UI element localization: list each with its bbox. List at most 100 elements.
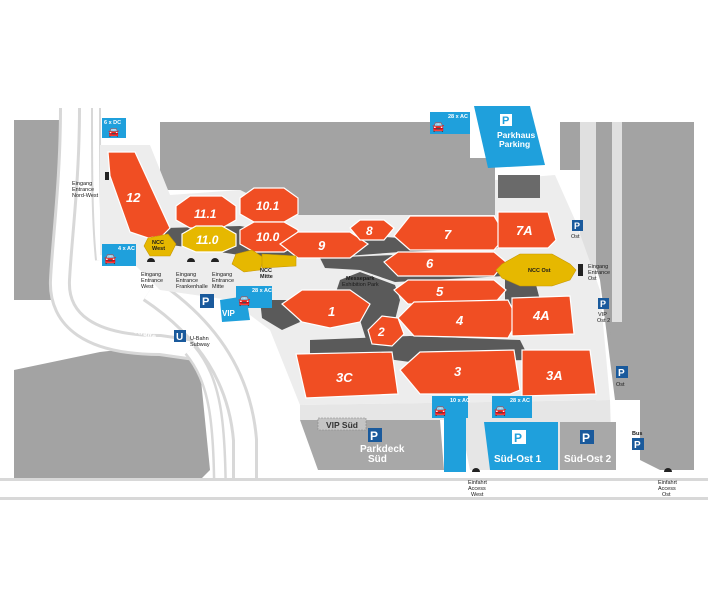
charging-nw[interactable]: 6 x DC 🚘 <box>102 118 126 138</box>
charging-sued[interactable]: 10 x AC 🚘 <box>432 396 470 418</box>
entrance-mitte-l2: Entrance <box>212 278 234 284</box>
entrance-nordwest-l2: Entrance <box>72 187 94 193</box>
entrance-ost-l1: Eingang <box>588 264 608 270</box>
suedost-2-label: Süd-Ost 2 <box>564 454 612 465</box>
parkdeck-sued[interactable]: VIP Süd P Parkdeck Süd <box>300 417 444 470</box>
p-sign-ost-top[interactable] <box>572 220 583 231</box>
entrance-mitte-marker[interactable] <box>211 258 219 262</box>
p-sign-bus[interactable] <box>632 438 644 450</box>
ground-southwest <box>14 345 210 490</box>
ground-north <box>160 122 495 215</box>
hall-10-1[interactable] <box>239 187 299 223</box>
entrance-west-marker[interactable] <box>147 258 155 262</box>
charging-suedost-label: 28 x AC <box>510 398 530 404</box>
hall-12-label: 12 <box>126 190 141 205</box>
suedost-1[interactable] <box>484 422 558 470</box>
p-sign-vip-ost2-l2: Ost 2 <box>597 318 610 324</box>
ncc-mitte[interactable] <box>231 249 265 273</box>
car-plug-icon-parkhaus: 🚘 <box>432 122 445 133</box>
hall-4a[interactable] <box>511 295 575 337</box>
hall-11-1[interactable] <box>175 195 237 229</box>
hall-7a-label: 7A <box>516 223 533 238</box>
entrance-west-l2: Entrance <box>141 278 163 284</box>
ground-northwest <box>14 120 60 300</box>
hall-11-1-label: 11.1 <box>194 207 217 221</box>
ncc-west[interactable] <box>143 233 177 257</box>
car-plug-icon-nw: 🚘 <box>108 127 119 138</box>
access-west-l2: Access <box>468 486 486 492</box>
parkhaus-p-letter: P <box>502 115 509 127</box>
entrance-mitte-l1: Eingang <box>212 272 232 278</box>
hall-9[interactable] <box>278 231 370 259</box>
charging-nw-label: 6 x DC <box>104 120 121 126</box>
ncc-west-label-2: West <box>152 246 165 252</box>
hall-8[interactable] <box>349 219 395 241</box>
parkhaus-building-dark <box>498 175 540 198</box>
access-west-marker[interactable] <box>472 468 480 472</box>
hall-7-label: 7 <box>444 227 452 242</box>
charging-mitte[interactable]: 28 x AC 🚘 <box>236 286 272 308</box>
entrance-frankenhalle-marker[interactable] <box>187 258 195 262</box>
vip-label: VIP <box>222 309 236 318</box>
suedost-1-label: Süd-Ost 1 <box>494 454 542 465</box>
ubahn-label-2: Subway <box>190 342 210 348</box>
entrance-west-l1: Eingang <box>141 272 161 278</box>
charging-w[interactable]: 4 x AC 🚘 <box>102 244 136 266</box>
car-plug-icon-suedost: 🚘 <box>494 406 507 417</box>
car-plug-icon-mitte: 🚘 <box>238 296 251 307</box>
entrance-ost-marker[interactable] <box>578 264 583 276</box>
hall-9-label: 9 <box>318 238 326 253</box>
hall-3c[interactable] <box>295 351 399 399</box>
ncc-ost-label: NCC Ost <box>528 268 551 274</box>
access-ost-l3: Ost <box>662 492 671 498</box>
entrance-mitte-l3: Mitte <box>212 284 224 290</box>
access-west-l3: West <box>471 492 484 498</box>
charging-stations: 6 x DC 🚘 4 x AC 🚘 28 x AC 🚘 28 x AC 🚘 10… <box>102 112 532 418</box>
charging-parkhaus[interactable]: 28 x AC 🚘 <box>430 112 470 134</box>
hall-6[interactable] <box>383 251 507 277</box>
ubahn-station[interactable]: U U-Bahn Subway <box>174 330 210 348</box>
access-ost-l1: Einfahrt <box>658 480 677 486</box>
charging-suedost-box <box>492 396 532 418</box>
parkdeck-p-letter: P <box>370 429 378 443</box>
p-sign-ost[interactable] <box>616 366 628 378</box>
charging-sued-label: 10 x AC <box>450 398 470 404</box>
parkdeck-label-1: Parkdeck <box>360 444 405 455</box>
suedost-2-p-letter: P <box>582 431 590 445</box>
hall-5[interactable] <box>393 279 507 305</box>
hall-4a-label: 4A <box>532 308 550 323</box>
access-ost-marker[interactable] <box>664 468 672 472</box>
entrance-west-l3: West <box>141 284 154 290</box>
p-sign-vip-ost2-letter: P <box>600 299 606 309</box>
hall-1[interactable] <box>281 289 371 329</box>
ground-areas <box>14 120 694 490</box>
hall-11-0[interactable] <box>181 225 237 253</box>
vip-sued-label: VIP Süd <box>326 420 358 430</box>
road-west-inner-lane <box>93 107 103 261</box>
parkdeck-sued-area <box>300 420 444 470</box>
entrance-nordwest-marker[interactable] <box>105 172 109 180</box>
hall-3[interactable] <box>399 349 521 395</box>
hall-1-label: 1 <box>328 304 335 319</box>
p-sign-ost-label: Ost <box>616 382 625 388</box>
hall-7a[interactable] <box>497 211 557 249</box>
entrance-nordwest-l1: Eingang <box>72 181 92 187</box>
p-sign-bus-label: Bus <box>632 431 642 437</box>
hall-labels: 12 11.1 11.0 10.1 10.0 9 8 7 7A 6 5 4 4A… <box>126 190 563 385</box>
suedost-1-p-letter: P <box>514 431 522 445</box>
access-west-l1: Einfahrt <box>468 480 487 486</box>
charging-w-box <box>102 244 136 266</box>
charging-suedost[interactable]: 28 x AC 🚘 <box>492 396 532 418</box>
parkdeck-label-2: Süd <box>368 454 387 465</box>
p-sign-vip[interactable] <box>200 294 214 308</box>
parkhaus[interactable] <box>474 106 545 168</box>
hall-2[interactable] <box>367 315 405 347</box>
sued-blue-strip <box>444 416 466 472</box>
p-sign-ost-top-label: Ost <box>571 234 580 240</box>
ncc-ost[interactable] <box>495 253 577 287</box>
hall-10-0-label: 10.0 <box>256 230 280 244</box>
hall-3c-label: 3C <box>336 370 353 385</box>
car-plug-icon-sued: 🚘 <box>434 406 447 417</box>
p-sign-vip-ost2[interactable] <box>598 298 609 309</box>
hall-3a[interactable] <box>521 349 597 397</box>
